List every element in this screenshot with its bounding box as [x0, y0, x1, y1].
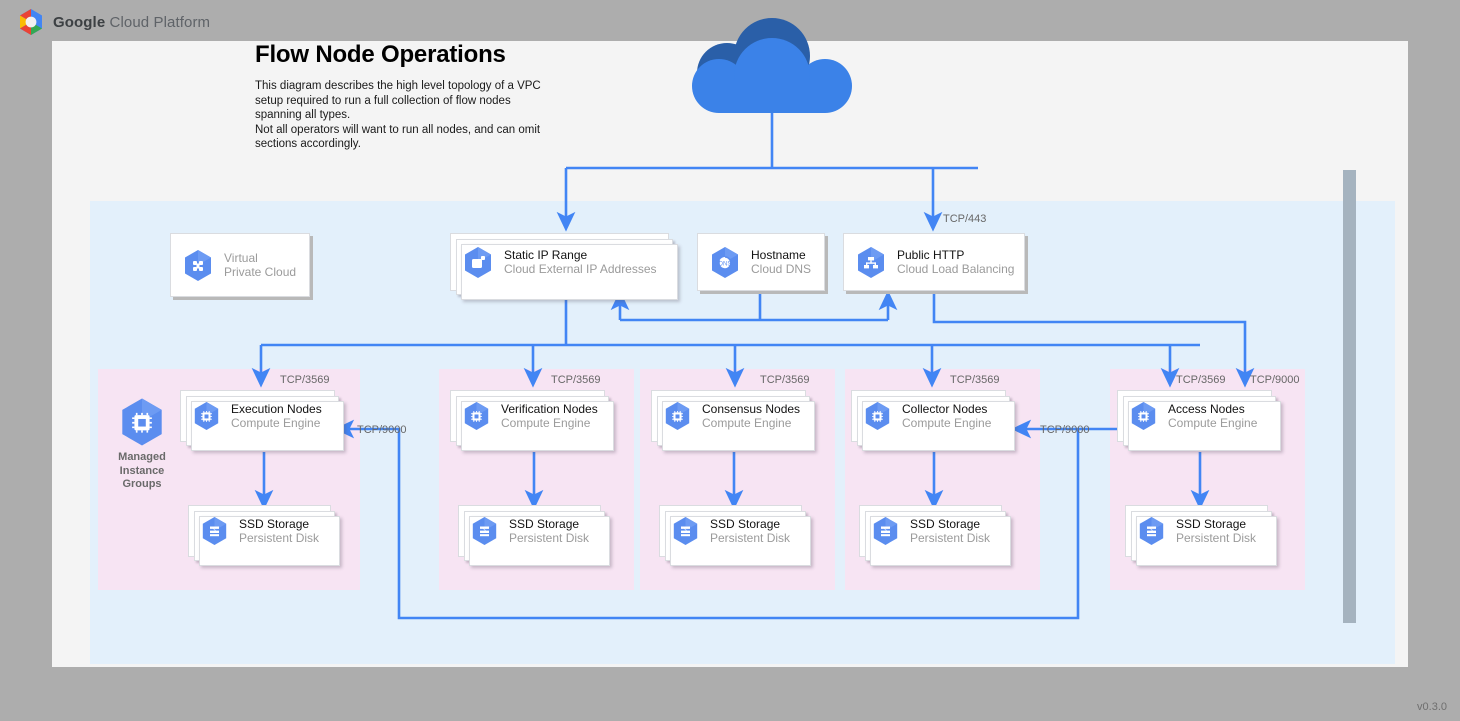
card-title: Access Nodes: [1168, 402, 1245, 416]
persistent-disk-icon: [872, 516, 899, 546]
gcp-brand-bold: Google: [53, 13, 106, 31]
card-subtitle: Compute Engine: [501, 416, 591, 430]
card-subtitle: Private Cloud: [224, 265, 297, 279]
card-ssd-storage-access[interactable]: SSD Storage Persistent Disk: [1125, 505, 1277, 566]
card-title: SSD Storage: [239, 517, 310, 531]
persistent-disk-icon: [471, 516, 498, 546]
card-consensus-nodes[interactable]: Consensus Nodes Compute Engine: [651, 390, 815, 451]
google-cloud-hexagon-logo-icon: [18, 8, 44, 36]
diagram-description: This diagram describes the high level to…: [255, 80, 541, 150]
port-label-consensus-3569: TCP/3569: [760, 374, 810, 386]
card-title: SSD Storage: [1176, 517, 1247, 531]
card-title: SSD Storage: [910, 517, 981, 531]
card-title: Static IP Range: [504, 248, 588, 262]
virtual-private-cloud-icon: [183, 249, 213, 282]
managed-instance-groups-label: Managed Instance Groups: [118, 451, 166, 490]
card-title: Public HTTP: [897, 248, 965, 262]
card-subtitle: Persistent Disk: [1176, 531, 1257, 545]
port-label-execution-9000: TCP/9000: [357, 424, 407, 436]
card-verification-nodes[interactable]: Verification Nodes Compute Engine: [450, 390, 614, 451]
gcp-brand-label: Google Cloud Platform: [53, 14, 210, 31]
card-title: Virtual: [224, 251, 258, 265]
managed-instance-groups-icon: [119, 397, 165, 447]
card-title: Collector Nodes: [902, 402, 988, 416]
card-ssd-storage-execution[interactable]: SSD Storage Persistent Disk: [188, 505, 340, 566]
persistent-disk-icon: [1138, 516, 1165, 546]
internet-cloud-icon: [681, 18, 863, 118]
port-label-access-3569: TCP/3569: [1176, 374, 1226, 386]
card-virtual-private-cloud[interactable]: Virtual Private Cloud: [170, 233, 310, 297]
card-access-nodes[interactable]: Access Nodes Compute Engine: [1117, 390, 1281, 451]
port-label-verification-3569: TCP/3569: [551, 374, 601, 386]
cloud-external-ip-addresses-icon: [463, 246, 493, 279]
card-title: Consensus Nodes: [702, 402, 801, 416]
card-subtitle: Compute Engine: [902, 416, 992, 430]
svg-text:DNS: DNS: [719, 261, 732, 267]
gcp-brand-rest: Cloud Platform: [105, 13, 211, 31]
persistent-disk-icon: [201, 516, 228, 546]
card-subtitle: Persistent Disk: [509, 531, 590, 545]
card-ssd-storage-consensus[interactable]: SSD Storage Persistent Disk: [659, 505, 811, 566]
card-subtitle: Persistent Disk: [910, 531, 991, 545]
card-title: SSD Storage: [710, 517, 781, 531]
card-subtitle: Persistent Disk: [710, 531, 791, 545]
card-static-ip-range[interactable]: Static IP Range Cloud External IP Addres…: [450, 233, 678, 300]
cloud-dns-icon: DNS: [710, 246, 740, 279]
card-subtitle: Compute Engine: [231, 416, 321, 430]
card-subtitle: Cloud External IP Addresses: [504, 262, 657, 276]
card-execution-nodes[interactable]: Execution Nodes Compute Engine: [180, 390, 344, 451]
port-label-lb-443: TCP/443: [943, 213, 987, 225]
managed-instance-groups: Managed Instance Groups: [113, 397, 171, 492]
card-ssd-storage-verification[interactable]: SSD Storage Persistent Disk: [458, 505, 610, 566]
vpc-region-shadow: [1343, 170, 1356, 623]
card-subtitle: Persistent Disk: [239, 531, 320, 545]
card-title: Execution Nodes: [231, 402, 322, 416]
card-collector-nodes[interactable]: Collector Nodes Compute Engine: [851, 390, 1015, 451]
card-ssd-storage-collector[interactable]: SSD Storage Persistent Disk: [859, 505, 1011, 566]
compute-engine-icon: [1130, 401, 1157, 431]
port-label-access-9000: TCP/9000: [1250, 374, 1300, 386]
compute-engine-icon: [463, 401, 490, 431]
diagram-title: Flow Node Operations: [255, 41, 506, 68]
compute-engine-icon: [664, 401, 691, 431]
port-label-collector-9000: TCP/9000: [1040, 424, 1090, 436]
card-subtitle: Compute Engine: [1168, 416, 1258, 430]
compute-engine-icon: [193, 401, 220, 431]
gcp-brand-header: Google Cloud Platform: [18, 8, 210, 36]
persistent-disk-icon: [672, 516, 699, 546]
card-title: SSD Storage: [509, 517, 580, 531]
port-label-execution-3569: TCP/3569: [280, 374, 330, 386]
card-subtitle: Compute Engine: [702, 416, 792, 430]
card-public-http[interactable]: Public HTTP Cloud Load Balancing: [843, 233, 1025, 291]
card-subtitle: Cloud DNS: [751, 262, 812, 276]
card-subtitle: Cloud Load Balancing: [897, 262, 1015, 276]
card-title: Verification Nodes: [501, 402, 598, 416]
compute-engine-icon: [864, 401, 891, 431]
card-hostname[interactable]: DNS Hostname Cloud DNS: [697, 233, 825, 291]
card-title: Hostname: [751, 248, 806, 262]
version-label: v0.3.0: [1417, 701, 1447, 713]
cloud-load-balancing-icon: [856, 246, 886, 279]
port-label-collector-3569: TCP/3569: [950, 374, 1000, 386]
